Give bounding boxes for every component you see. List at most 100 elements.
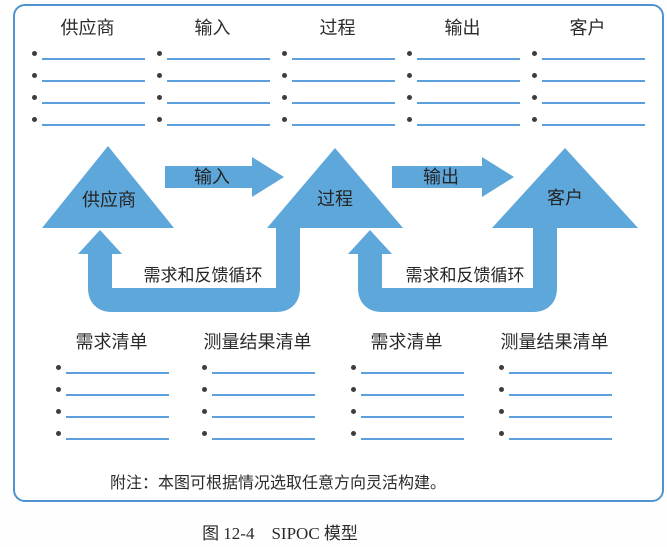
blank-line [42,102,145,104]
bullet-dot [202,409,207,414]
feedback-loop-left-label: 需求和反馈循环 [144,266,263,285]
entry-line [530,104,645,126]
blank-line [361,438,464,440]
column-header: 需求清单 [370,332,443,352]
blank-line [212,438,315,440]
entry-line [349,396,464,418]
entry-line [280,82,395,104]
entry-line [405,82,520,104]
bullet-dot [282,95,287,100]
entry-line [54,396,169,418]
process-triangle-icon [267,148,403,228]
entry-line [405,104,520,126]
bullet-dot [202,431,207,436]
process-triangle-label: 过程 [317,189,353,209]
output-arrow-label: 输出 [423,167,459,187]
entry-line [30,82,145,104]
bottom-column-measurement-list-1: 测量结果清单 [200,332,315,440]
entry-line [155,38,270,60]
blank-line [212,372,315,374]
bullet-dot [157,117,162,122]
bullet-dot [499,409,504,414]
entry-line [497,396,612,418]
blank-line [66,372,169,374]
entry-line [405,38,520,60]
entry-line [280,104,395,126]
bottom-column-demand-list-2: 需求清单 [349,332,464,440]
entry-line [54,352,169,374]
bullet-dot [282,117,287,122]
bullet-dot [202,387,207,392]
entry-line [155,82,270,104]
feedback-loop-right-label: 需求和反馈循环 [406,266,525,285]
blank-line [167,102,270,104]
entry-line [30,60,145,82]
bullet-dot [407,117,412,122]
blank-line [66,416,169,418]
column-header: 输入 [194,18,231,38]
bullet-dot [282,73,287,78]
entry-line [30,38,145,60]
bullet-dot [351,409,356,414]
supplier-triangle-icon [42,146,174,228]
entry-line [200,396,315,418]
feedback-loop-right-pipe [358,218,557,312]
bullet-dot [407,51,412,56]
top-column-customer: 客户 [530,18,645,126]
feedback-loop-left-pipe [88,218,300,312]
column-header: 需求清单 [75,332,148,352]
output-flow-arrow-icon [392,157,514,197]
column-header: 测量结果清单 [203,332,312,352]
entry-line [200,374,315,396]
blank-line [167,80,270,82]
bullet-dot [32,51,37,56]
blank-line [292,124,395,126]
customer-triangle-icon [492,148,638,228]
bullet-dot [407,95,412,100]
blank-line [167,124,270,126]
blank-line [417,124,520,126]
bullet-dot [532,73,537,78]
blank-line [509,416,612,418]
sipoc-flow-diagram: 供应商 过程 客户 输入 输出 需求和反馈循环 需求和反馈循环 [42,146,638,312]
blank-line [417,58,520,60]
column-header: 输出 [444,18,481,38]
blank-line [542,102,645,104]
figure-caption: 图 12-4 SIPOC 模型 [202,524,358,543]
blank-line [212,416,315,418]
bullet-dot [56,431,61,436]
top-column-output: 输出 [405,18,520,126]
entry-line [497,418,612,440]
entry-line [30,104,145,126]
entry-line [497,374,612,396]
entry-line [349,374,464,396]
column-header: 供应商 [60,18,115,38]
column-header: 过程 [319,18,356,38]
blank-line [42,80,145,82]
blank-line [542,80,645,82]
entry-line [349,352,464,374]
bullet-dot [32,73,37,78]
blank-line [66,438,169,440]
bullet-dot [56,409,61,414]
bullet-dot [351,365,356,370]
bullet-dot [282,51,287,56]
entry-line [54,374,169,396]
bullet-dot [32,117,37,122]
bullet-dot [202,365,207,370]
bullet-dot [351,431,356,436]
bullet-dot [407,73,412,78]
blank-line [509,394,612,396]
top-column-supplier: 供应商 [30,18,145,126]
bullet-dot [351,387,356,392]
blank-line [42,58,145,60]
entry-line [530,82,645,104]
column-header: 客户 [569,18,606,38]
bottom-column-demand-list-1: 需求清单 [54,332,169,440]
blank-line [42,124,145,126]
entry-line [530,38,645,60]
bullet-dot [532,117,537,122]
figure-note: 附注：本图可根据情况选取任意方向灵活构建。 [110,475,447,492]
entry-line [280,38,395,60]
